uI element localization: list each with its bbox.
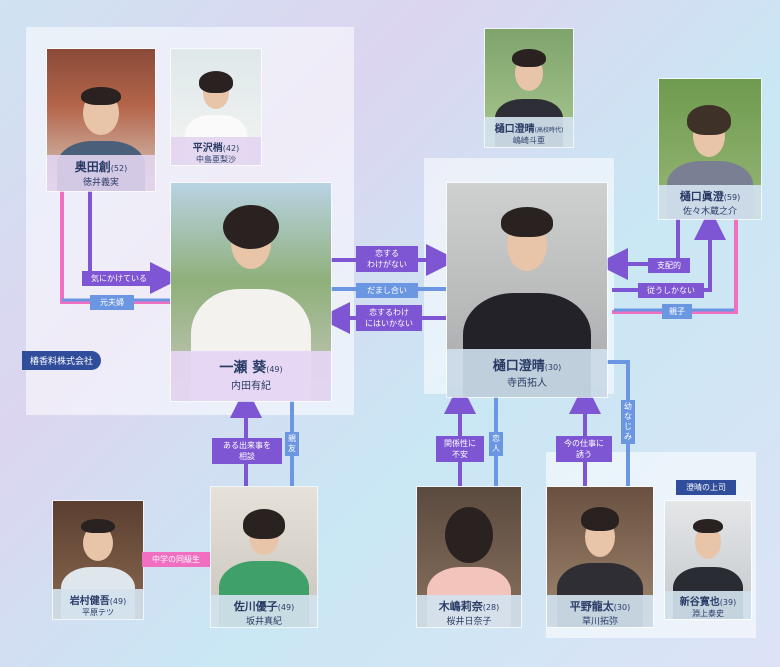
label-shinyuu: 親友 [285, 432, 299, 456]
person-name: 平野龍太 [569, 600, 614, 613]
person-card-sagawa[interactable]: 佐川優子(49) 坂井真紀 [210, 486, 318, 628]
line-moto-fuufu [60, 190, 170, 304]
person-card-higuchi-young[interactable]: 樋口澄晴(高校時代) 嶋崎斗亜 [484, 28, 574, 148]
person-name: 新谷寛也 [679, 597, 720, 608]
label-damashiai: だまし合い [356, 283, 418, 298]
actor-name: 徳井義実 [82, 178, 119, 188]
person-card-higuchi[interactable]: 樋口澄晴(30) 寺西拓人 [446, 182, 608, 398]
label-ima-no-shigoto: 今の仕事に誘う [556, 436, 612, 462]
label-shitagau: 従うしかない [638, 283, 704, 298]
label-kankeisei: 関係性に不安 [436, 436, 484, 462]
label-ki-ni-kaketeiru: 気にかけている [82, 271, 156, 286]
person-card-hirasawa[interactable]: 平沢梢(42) 中島亜梨沙 [170, 48, 262, 166]
person-card-okuda[interactable]: 奥田創(52) 徳井義実 [46, 48, 156, 192]
actor-name: 嶋崎斗亜 [513, 136, 545, 145]
person-name: 岩村健吾 [69, 596, 110, 607]
line-okuda-ichinose [88, 190, 182, 294]
actor-name: 内田有紀 [231, 381, 271, 392]
person-card-shintani[interactable]: 新谷寛也(39) 淵上泰史 [664, 500, 752, 620]
actor-name: 桜井日奈子 [446, 617, 492, 627]
line-oyako [612, 218, 738, 314]
label-aru-dekigoto: ある出来事を相談 [212, 438, 282, 464]
actor-name: 寺西拓人 [507, 378, 547, 389]
person-name: 奥田創 [74, 160, 111, 174]
label-koisuru-wakeniwa: 恋するわけにはいかない [356, 305, 422, 331]
person-card-hirano[interactable]: 平野龍太(30) 草川拓弥 [546, 486, 654, 628]
person-name: 佐川優子 [233, 600, 278, 613]
actor-name: 淵上泰史 [692, 609, 724, 618]
line-shitagau [612, 208, 726, 292]
actor-name: 平原テツ [82, 608, 114, 617]
person-name: 樋口澄晴 [492, 359, 545, 374]
label-moto-fuufu: 元夫婦 [90, 295, 134, 310]
company-label: 椿香料株式会社 [22, 351, 102, 370]
person-name: 平沢梢 [192, 143, 223, 154]
label-koisuru-wakeganai: 恋するわけがない [356, 246, 418, 272]
person-name: 木嶋莉奈 [438, 600, 483, 613]
label-koibito: 恋人 [489, 432, 503, 456]
person-card-iwamura[interactable]: 岩村健吾(49) 平原テツ [52, 500, 144, 620]
actor-name: 坂井真紀 [245, 617, 282, 627]
person-card-kijima[interactable]: 木嶋莉奈(28) 桜井日奈子 [416, 486, 522, 628]
person-card-higuchi-masumi[interactable]: 樋口眞澄(59) 佐々木蔵之介 [658, 78, 762, 220]
label-osananajimi: 幼なじみ [621, 400, 635, 444]
line-osananajimi [604, 360, 630, 486]
label-chugaku: 中学の同級生 [142, 552, 210, 567]
actor-name: 草川拓弥 [581, 617, 618, 627]
label-shihaiteki: 支配的 [648, 258, 690, 273]
label-boss: 澄晴の上司 [676, 480, 736, 495]
person-name: 樋口澄晴 [494, 124, 535, 135]
label-oyako: 親子 [662, 304, 692, 319]
actor-name: 中島亜梨沙 [196, 155, 236, 164]
actor-name: 佐々木蔵之介 [682, 207, 737, 217]
person-name: 樋口眞澄 [679, 190, 724, 203]
person-card-ichinose[interactable]: 一瀬 葵(49) 内田有紀 [170, 182, 332, 402]
person-name: 一瀬 葵 [219, 360, 267, 376]
